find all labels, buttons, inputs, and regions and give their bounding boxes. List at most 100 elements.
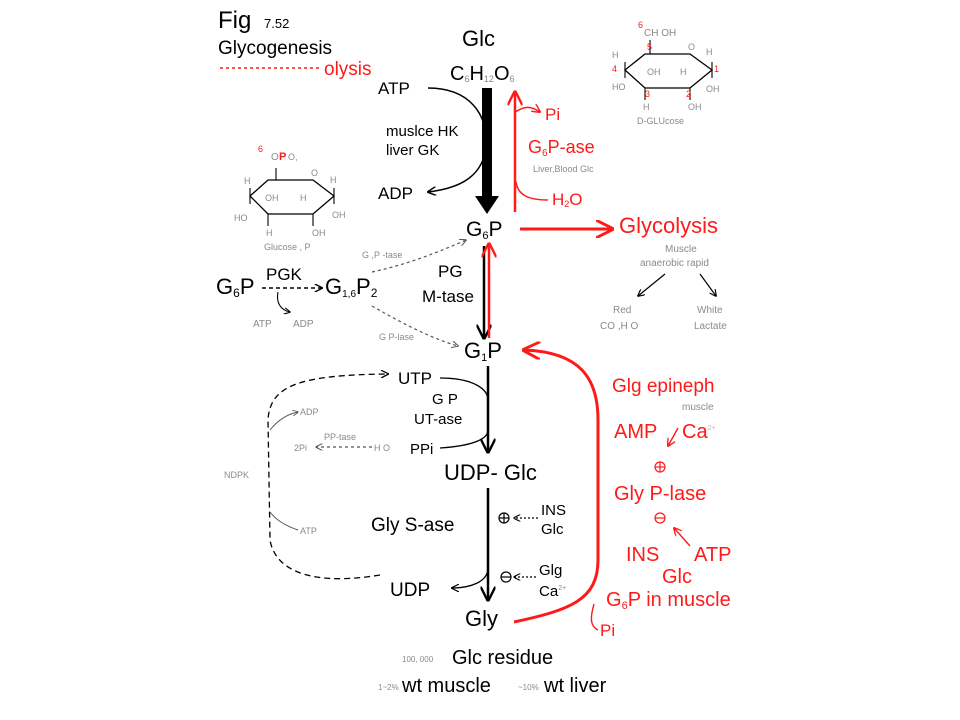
gly-p-lase-label: Gly P-lase — [614, 483, 706, 505]
to-red-arrow — [638, 273, 666, 296]
g1p-lase-label: G P-lase — [379, 332, 414, 342]
liver-gk-label: liver GK — [386, 142, 439, 159]
glg-epineph-label: Glg epineph — [612, 376, 714, 397]
glycolysis-muscle: Muscle — [665, 244, 697, 255]
g6p-in-muscle: G6P in muscle — [606, 589, 731, 612]
phosphorylase-atp: ATP — [694, 544, 731, 566]
g16p2-node: G1,6P2 — [325, 274, 378, 300]
svg-text:CH OH: CH OH — [644, 28, 676, 39]
activation-symbol-upper — [498, 512, 510, 524]
pgk-label: PGK — [266, 265, 303, 284]
svg-text:5: 5 — [647, 42, 652, 52]
svg-text:H: H — [300, 193, 307, 203]
svg-text:1: 1 — [714, 64, 719, 74]
svg-text:4: 4 — [612, 64, 617, 74]
gs-ins: INS — [541, 502, 566, 519]
phosphorylase-pi: Pi — [600, 621, 615, 640]
udp-release-curve — [452, 567, 489, 588]
ndpk-adp-curve — [269, 412, 298, 431]
inhibition-symbol-red — [654, 512, 666, 524]
svg-text:OH: OH — [688, 102, 702, 112]
pp-tase-label: PP-tase — [324, 432, 356, 442]
pgm-line1: PG — [438, 262, 463, 281]
svg-text:O: O — [688, 42, 695, 52]
muscle-prefix: 1~2% — [378, 683, 399, 692]
svg-text:H: H — [330, 175, 337, 185]
phosphorylase-muscle: muscle — [682, 402, 714, 413]
svg-text:6: 6 — [258, 144, 263, 154]
ugp-line2: UT-ase — [414, 411, 462, 428]
ndpk-loop — [267, 374, 388, 580]
svg-text:H: H — [643, 102, 650, 112]
phosphorylase-pi-curve — [590, 603, 599, 631]
svg-text:HO: HO — [612, 82, 626, 92]
d-glucose-structure: 6 CH OH 5 4 3 2 1 OH H O H H HO H OH OH … — [612, 20, 720, 126]
pgm-line2: M-tase — [422, 287, 474, 306]
ndpk-atp-curve — [269, 511, 299, 531]
residue-prefix: 100, 000 — [402, 655, 434, 664]
hk-atp: ATP — [378, 79, 410, 98]
glc-formula: C6H12O6 — [450, 63, 515, 85]
wt-liver-label: wt liver — [543, 675, 607, 697]
white-fiber: White — [697, 305, 723, 316]
atp-adp-curve — [428, 87, 487, 192]
gs-glg: Glg — [539, 562, 562, 579]
red-fiber: Red — [613, 305, 631, 316]
g6pase-pi-curve — [514, 107, 540, 112]
svg-text:OH: OH — [647, 67, 661, 77]
svg-text:HO: HO — [234, 213, 248, 223]
wt-muscle-label: wt muscle — [401, 675, 491, 697]
phosphorylase-return-arrow — [513, 350, 600, 624]
udp-glc-node: UDP- Glc — [444, 460, 537, 485]
utp-curve — [439, 377, 489, 401]
g6pase-name: G6P-ase — [528, 137, 595, 159]
phosphorylase-ca: Ca2+ — [682, 421, 716, 443]
hk-adp: ADP — [378, 184, 413, 203]
glucose-p-label: Glucose , P — [264, 242, 311, 252]
to-g6p-dashed — [371, 240, 466, 273]
gs-ca: Ca2+ — [539, 583, 566, 600]
d-glucose-label: D-GLUcose — [637, 116, 684, 126]
glycolysis-label: Glycolysis — [619, 213, 718, 238]
phosphorylase-ins: INS — [626, 544, 659, 566]
to-white-arrow — [699, 273, 716, 296]
inhibitors-arrow — [674, 528, 691, 547]
phosphorylase-glc: Glc — [662, 566, 692, 588]
utp-label: UTP — [398, 369, 432, 388]
svg-text:OH: OH — [332, 210, 346, 220]
svg-text:OH: OH — [265, 193, 279, 203]
ugp-h2o: H O — [374, 443, 390, 453]
activation-symbol-red — [654, 461, 666, 473]
glycogenolysis-title: olysis — [324, 59, 372, 80]
svg-text:H: H — [612, 50, 619, 60]
glycolysis-conditions: anaerobic rapid — [640, 258, 709, 269]
white-products: Lactate — [694, 321, 727, 332]
amp-label: AMP — [614, 421, 657, 443]
pgk-adp: ADP — [293, 319, 314, 330]
svg-text:P: P — [279, 151, 286, 163]
red-products: CO ,H O — [600, 321, 639, 332]
svg-text:H: H — [244, 176, 251, 186]
ndpk-adp: ADP — [300, 407, 319, 417]
svg-text:OH: OH — [312, 228, 326, 238]
svg-text:O,: O, — [288, 152, 298, 162]
g6pase-pi: Pi — [545, 105, 560, 124]
fig-label: Fig — [218, 7, 251, 34]
hexokinase-arrowhead — [475, 196, 499, 214]
svg-text:H: H — [266, 228, 273, 238]
svg-text:O: O — [311, 168, 318, 178]
svg-text:3: 3 — [645, 89, 650, 99]
g6pase-h2o: H2O — [552, 190, 583, 209]
svg-text:2: 2 — [686, 89, 691, 99]
glycogen-node: Gly — [465, 606, 498, 631]
ppi-curve — [439, 429, 489, 449]
svg-text:O: O — [271, 152, 279, 163]
left-g6p: G6P — [216, 274, 255, 300]
g16p-tase-label: G ,P -tase — [362, 250, 402, 260]
inhibition-symbol-upper — [500, 571, 512, 583]
glc-residue-label: Glc residue — [452, 647, 553, 669]
fig-number: 7.52 — [264, 16, 289, 31]
pgk-atp-adp-curve — [276, 291, 291, 312]
amp-ca-arrow — [668, 427, 679, 446]
